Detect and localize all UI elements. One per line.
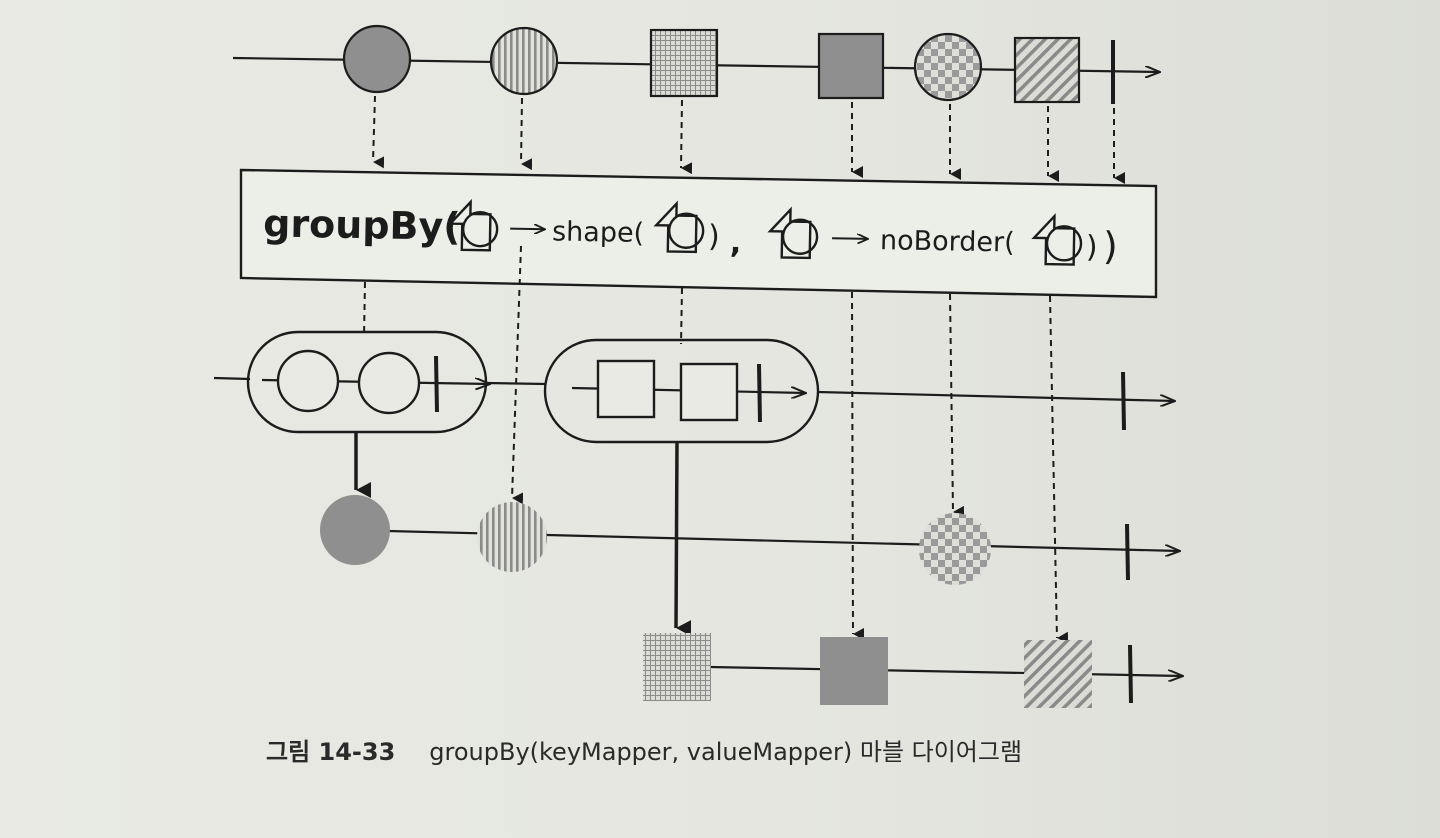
operator-box: groupBy( shape( ) , noBorder(	[239, 168, 1158, 299]
group-square-observable	[543, 338, 820, 444]
dashed-arrow-icon	[1049, 295, 1069, 644]
key-mapper-icon	[653, 200, 705, 254]
grouped-output-timeline	[213, 330, 1175, 444]
group-completion-icon	[434, 355, 439, 413]
group-marble-square	[679, 362, 739, 422]
key-fn-name: shape(	[552, 216, 645, 249]
square-group-values-timeline	[643, 633, 1183, 708]
inner-completion-icon	[1125, 523, 1130, 581]
dashed-arrow-icon	[511, 245, 524, 505]
source-timeline	[232, 24, 1160, 104]
value-marble-diagonal-square	[1024, 640, 1092, 708]
arrow-icon	[510, 229, 545, 230]
dashed-arrow-icon	[949, 293, 965, 518]
arrow-icon	[832, 238, 868, 239]
value-marble-checkered-circle	[919, 513, 991, 585]
operator-name: groupBy(	[263, 201, 461, 248]
value-fn-close: )	[1086, 230, 1098, 265]
inner-completion-icon	[1128, 644, 1133, 704]
dashed-arrow-icon	[851, 291, 865, 640]
output-completion-icon	[1121, 371, 1126, 431]
key-mapper-icon	[447, 198, 499, 252]
group-emit-arrow	[674, 441, 692, 637]
value-fn-name: noBorder(	[880, 225, 1015, 258]
source-marble-striped-circle	[489, 26, 559, 96]
value-marble-gray-circle	[320, 495, 390, 565]
group-marble-circle	[357, 351, 421, 415]
group-completion-icon	[757, 363, 762, 423]
source-marble-diagonal-square	[1013, 36, 1081, 104]
source-marble-gray-circle	[342, 24, 412, 94]
key-mapper-icon	[1031, 213, 1083, 266]
source-marble-grid-square	[649, 28, 719, 98]
group-marble-square	[596, 359, 656, 419]
figure-caption: 그림 14-33 groupBy(keyMapper, valueMapper) …	[266, 732, 1022, 767]
value-marble-striped-circle	[477, 502, 547, 572]
dashed-arrow-icon	[680, 99, 693, 175]
value-marble-gray-square	[820, 637, 888, 705]
separator: ,	[730, 226, 742, 261]
group-marble-circle	[276, 349, 340, 413]
key-mapper-icon	[767, 206, 819, 260]
source-marble-gray-square	[817, 32, 885, 100]
circle-group-values-timeline	[320, 495, 1180, 585]
operator-output-connectors	[363, 245, 1069, 644]
source-to-operator-arrows	[372, 95, 1125, 184]
group-circle-observable	[246, 330, 490, 434]
figure-caption-text: groupBy(keyMapper, valueMapper) 마블 다이어그램	[429, 738, 1023, 766]
source-marble-checkered-circle	[913, 32, 983, 102]
value-marble-grid-square	[643, 633, 711, 701]
operator-close: )	[1103, 224, 1119, 268]
dashed-arrow-icon	[372, 95, 385, 169]
dashed-arrow-icon	[520, 97, 533, 171]
figure-label: 그림 14-33	[266, 738, 396, 766]
key-fn-close: )	[708, 219, 720, 254]
